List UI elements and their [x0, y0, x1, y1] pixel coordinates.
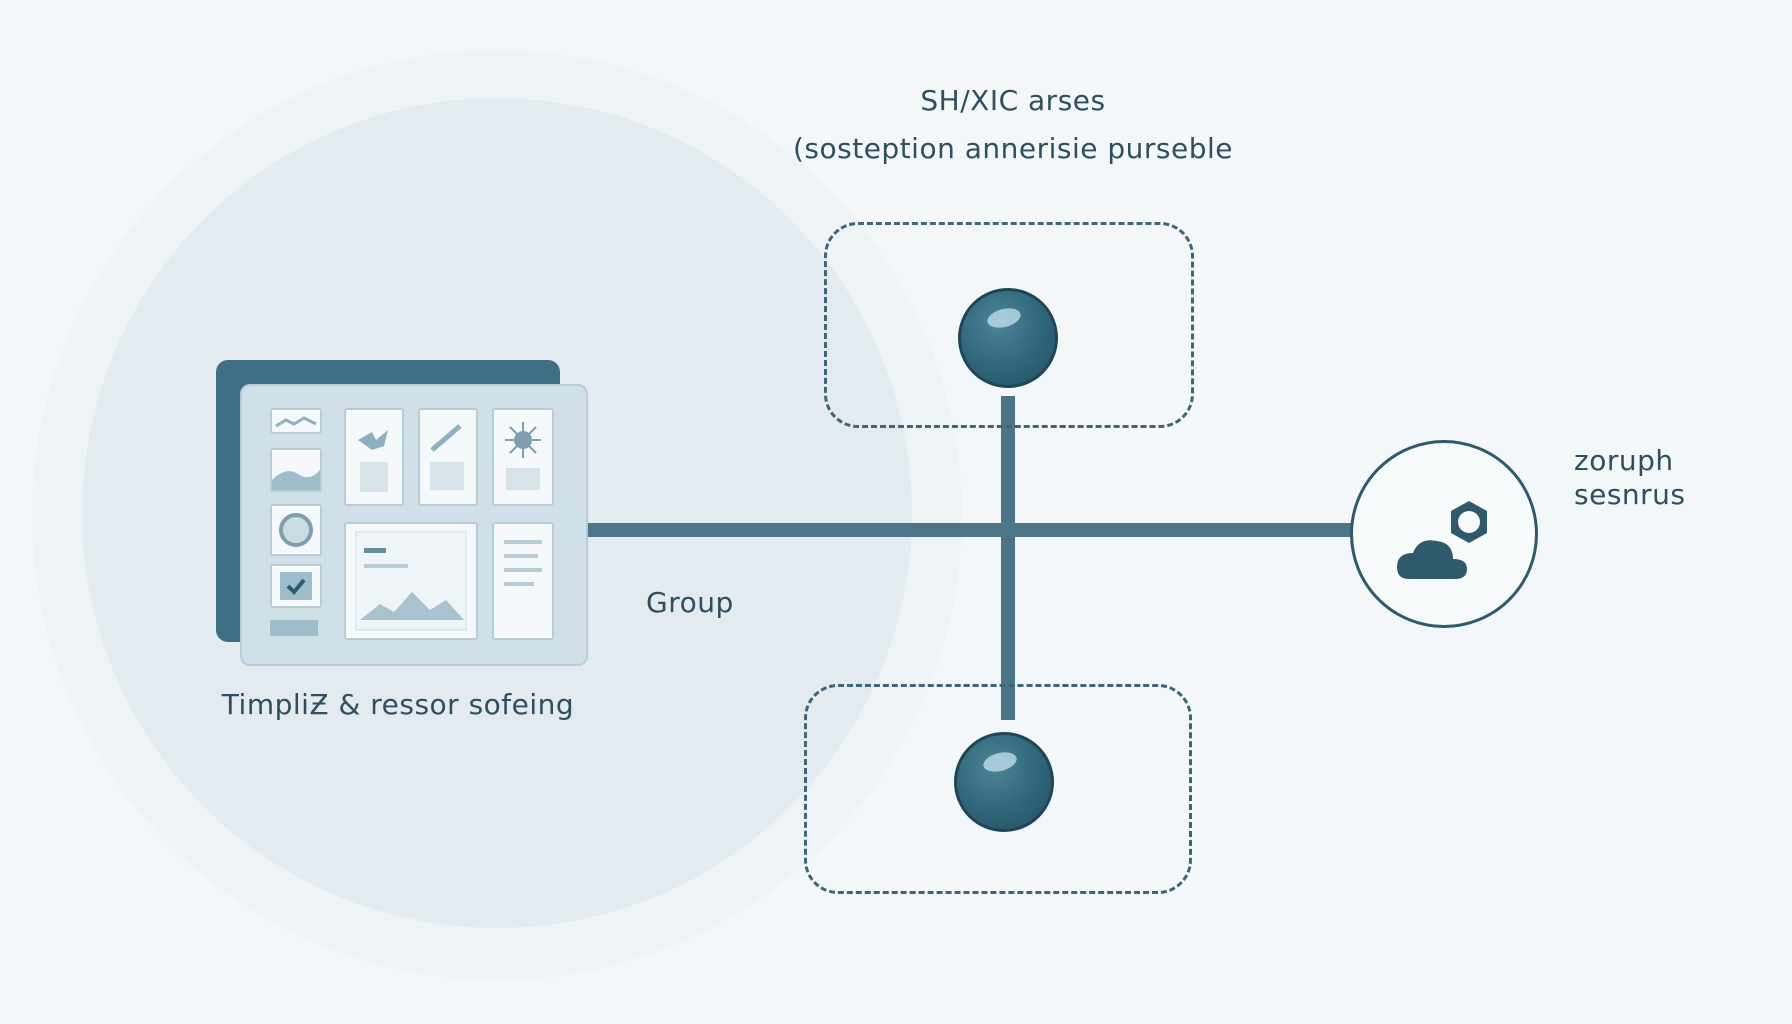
- node-group-top[interactable]: [824, 222, 1194, 428]
- diagram-title-line1: SH/XIC arses: [920, 84, 1106, 117]
- cloud-gear-icon: [1397, 501, 1487, 579]
- service-label-line2: sesnrus: [1574, 478, 1686, 511]
- thumb-ring-icon: [270, 504, 322, 556]
- service-label-line1: zoruph: [1574, 444, 1674, 477]
- source-label: TimpliƵ & ressor sofeing: [221, 688, 575, 721]
- thumb-sun-icon: [492, 408, 554, 506]
- edge-label-group: Group: [646, 586, 734, 619]
- node-top[interactable]: [958, 288, 1058, 388]
- thumb-chart-icon: [344, 522, 478, 640]
- thumb-bird-icon: [344, 408, 404, 506]
- source-tile[interactable]: [240, 384, 588, 666]
- thumb-bar-icon: [270, 620, 318, 636]
- service-node[interactable]: [1350, 440, 1538, 628]
- thumb-banner-icon: [270, 408, 322, 434]
- checkbox-icon: [270, 564, 322, 608]
- node-group-bottom[interactable]: [804, 684, 1192, 894]
- thumb-document-icon: [492, 522, 554, 640]
- thumb-landscape-icon: [270, 448, 322, 492]
- diagram-title-line2: (sosteption annerisie purseble: [792, 132, 1234, 165]
- node-bottom[interactable]: [954, 732, 1054, 832]
- thumb-brush-icon: [418, 408, 478, 506]
